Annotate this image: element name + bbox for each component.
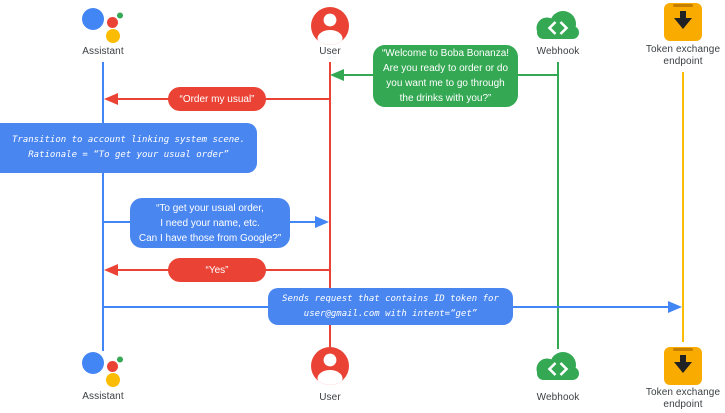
token-label-line2: endpoint [663,399,703,410]
cloud-code-icon [532,350,584,391]
arrowhead-left-icon [330,69,344,81]
bubble-text-line: Are you ready to order or do [382,63,509,74]
speech-bubble-welcome: “Welcome to Boba Bonanza! Are you ready … [373,45,518,107]
lifeline-user [329,62,331,347]
lifeline-token-endpoint [682,72,684,342]
bubble-text-line: “Order my usual” [179,93,255,105]
arrowhead-left-icon [104,264,118,276]
note-text-line: user@gmail.com with intent=“get” [303,308,478,319]
bubble-text-line: “Welcome to Boba Bonanza! [381,48,510,59]
actor-label-webhook-bottom: Webhook [536,392,580,403]
google-assistant-logo-icon [81,4,127,49]
lifeline-assistant [102,62,104,351]
token-label-line1: Token exchange [645,44,721,55]
google-assistant-logo-icon [81,348,127,393]
note-text-line: Transition to account linking system sce… [12,135,245,145]
person-circle-icon [310,346,350,391]
note-text-line: Sends request that contains ID token for [282,293,499,304]
speech-bubble-order-usual: “Order my usual” [168,87,266,111]
bubble-text-line: you want me to go through [386,78,505,89]
token-label-line2: endpoint [663,56,703,67]
system-note-transition: Transition to account linking system sce… [0,123,257,173]
download-box-icon [664,347,702,390]
speech-bubble-yes: “Yes” [168,258,266,282]
actor-label-assistant-top: Assistant [82,46,124,57]
bubble-text-line: Can I have those from Google?” [138,232,282,244]
bubble-text-line: I need your name, etc. [160,217,260,229]
speech-bubble-ask-google: “To get your usual order, I need your na… [130,198,290,248]
lifeline-webhook [557,62,559,349]
arrowhead-left-icon [104,93,118,105]
download-box-icon [664,3,702,46]
cloud-code-icon [532,9,584,50]
actor-label-user-top: User [319,46,341,57]
arrowhead-right-icon [668,301,682,313]
bubble-text-line: “Yes” [205,264,229,276]
note-text-line: Rationale = “To get your usual order” [28,150,229,160]
arrowhead-right-icon [315,216,329,228]
bubble-text-line: the drinks with you?” [399,93,492,104]
actor-label-token-bottom: Token exchange endpoint [628,387,725,411]
actor-label-webhook-top: Webhook [536,46,580,57]
actor-label-token-top: Token exchange endpoint [628,44,725,68]
bubble-text-line: “To get your usual order, [156,202,264,214]
actor-label-user-bottom: User [319,392,341,403]
token-label-line1: Token exchange [645,387,721,398]
person-circle-icon [310,6,350,51]
actor-label-assistant-bottom: Assistant [82,391,124,402]
system-note-sends-request: Sends request that contains ID token for… [268,288,513,325]
